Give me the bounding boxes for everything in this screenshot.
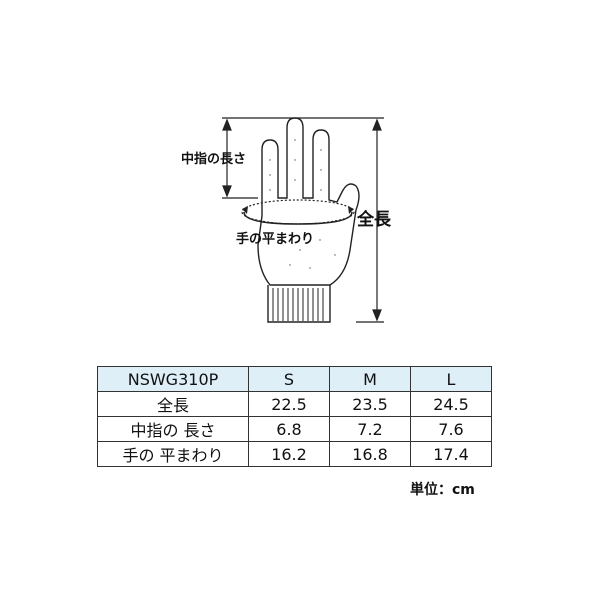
size-m-header: M bbox=[329, 366, 411, 392]
table-row: 手の 平まわり 16.2 16.8 17.4 bbox=[97, 441, 492, 467]
table-cell: 7.6 bbox=[410, 416, 492, 442]
row-label: 中指の 長さ bbox=[97, 416, 249, 442]
row-label: 全長 bbox=[97, 391, 249, 417]
total-length-label: 全長 bbox=[356, 209, 392, 230]
table-row: 全長 22.5 23.5 24.5 bbox=[97, 391, 492, 417]
table-cell: 22.5 bbox=[248, 391, 330, 417]
glove-icon bbox=[257, 117, 360, 323]
table-row: 中指の 長さ 6.8 7.2 7.6 bbox=[97, 416, 492, 442]
size-table: NSWG310P S M L 全長 22.5 23.5 24.5 中指の 長さ … bbox=[97, 366, 492, 467]
table-cell: 6.8 bbox=[248, 416, 330, 442]
knit-texture bbox=[269, 139, 336, 269]
middle-finger-dimension bbox=[222, 118, 258, 199]
palm-circumference-marker bbox=[241, 199, 355, 225]
size-s-header: S bbox=[248, 366, 330, 392]
table-cell: 7.2 bbox=[329, 416, 411, 442]
cuff-ribbing bbox=[272, 288, 324, 321]
table-cell: 16.8 bbox=[329, 441, 411, 467]
total-length-dimension bbox=[222, 117, 384, 323]
model-number-cell: NSWG310P bbox=[97, 366, 249, 392]
row-label: 手の 平まわり bbox=[97, 441, 249, 467]
palm-circumference-label: 手の平まわり bbox=[236, 231, 314, 247]
glove-size-diagram: 中指の長さ 手の平まわり 全長 bbox=[181, 117, 392, 323]
table-cell: 16.2 bbox=[248, 441, 330, 467]
size-l-header: L bbox=[410, 366, 492, 392]
table-header-row: NSWG310P S M L bbox=[97, 366, 492, 392]
table-cell: 24.5 bbox=[410, 391, 492, 417]
table-cell: 23.5 bbox=[329, 391, 411, 417]
middle-finger-length-label: 中指の長さ bbox=[181, 151, 246, 167]
table-cell: 17.4 bbox=[410, 441, 492, 467]
unit-label: 単位：cm bbox=[410, 482, 475, 498]
